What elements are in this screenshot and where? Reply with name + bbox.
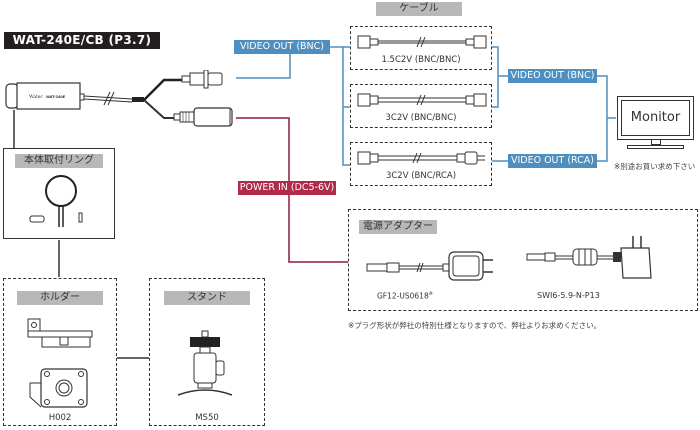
cable-label: 3C2V (BNC/BNC): [385, 113, 457, 123]
video-out-bnc-tag: VIDEO OUT (BNC): [234, 40, 330, 54]
holder-model: H002: [48, 413, 72, 423]
product-title: WAT-240E/CB (P3.7): [4, 32, 160, 49]
stand-section: スタンド MS50: [149, 278, 265, 426]
cable-label: 3C2V (BNC/RCA): [385, 171, 457, 181]
power-adapter-section: 電源アダプター GF12-US0618※ SWI6-5.9-N-P13: [348, 209, 698, 311]
stand-model: MS50: [195, 413, 219, 423]
mount-ring-icon: [29, 175, 83, 227]
bnc-connector-icon: [189, 72, 205, 86]
adapter-swi6-icon: [526, 236, 652, 279]
monitor-illustration: Monitor: [617, 96, 694, 152]
video-out-rca-monitor-tag: VIDEO OUT (RCA): [508, 154, 597, 168]
monitor-bus: [597, 75, 608, 162]
svg-text:Watec: Watec: [29, 94, 43, 100]
cable-item-1: 1.5C2V (BNC/BNC): [350, 26, 492, 70]
cable-bus-right: [492, 46, 499, 108]
bnc-bnc-cable-icon: [357, 35, 487, 49]
monitor-screen-icon: Monitor: [617, 96, 694, 140]
monitor-label: Monitor: [630, 110, 681, 125]
cable-bus-left: [342, 47, 350, 166]
cable-item-2: 3C2V (BNC/BNC): [350, 84, 492, 128]
bnc-video-line: [236, 54, 291, 79]
power-in-tag: POWER IN (DC5-6V): [238, 181, 336, 195]
bnc-rca-cable-icon: [357, 151, 485, 165]
stand-header: スタンド: [164, 291, 250, 305]
power-adapter-note: ※プラグ形状が弊社の特別仕様となりますので、弊社よりお求めください。: [348, 321, 602, 330]
stand-icon: [177, 330, 233, 396]
holder-icon: [27, 318, 93, 408]
adapter-label: GF12-US0618※: [377, 291, 433, 301]
camera-lens-icon: [5, 83, 19, 109]
power-adapter-header: 電源アダプター: [359, 220, 437, 234]
holder-section: ホルダー H002: [3, 278, 117, 426]
cable-section-header: ケーブル: [376, 2, 462, 16]
cable-label: 1.5C2V (BNC/BNC): [381, 55, 461, 65]
bnc-bnc-cable-icon: [357, 93, 487, 107]
camera-with-cable-illustration: Watec WAT-240E: [5, 70, 233, 127]
video-out-bnc-monitor-tag: VIDEO OUT (BNC): [508, 69, 597, 83]
cable-item-3: 3C2V (BNC/RCA): [350, 142, 492, 186]
mount-ring-section: 本体取付リング: [3, 148, 115, 239]
adapter-gf12-icon: [366, 251, 493, 281]
adapter-label: SWI6-5.9-N-P13: [537, 291, 600, 300]
mount-ring-header: 本体取付リング: [15, 154, 103, 168]
svg-text:WAT-240E: WAT-240E: [46, 95, 66, 99]
holder-header: ホルダー: [17, 291, 103, 305]
dc-jack-icon: [179, 111, 195, 123]
monitor-note: ※別途お買い求め下さい: [614, 162, 696, 171]
